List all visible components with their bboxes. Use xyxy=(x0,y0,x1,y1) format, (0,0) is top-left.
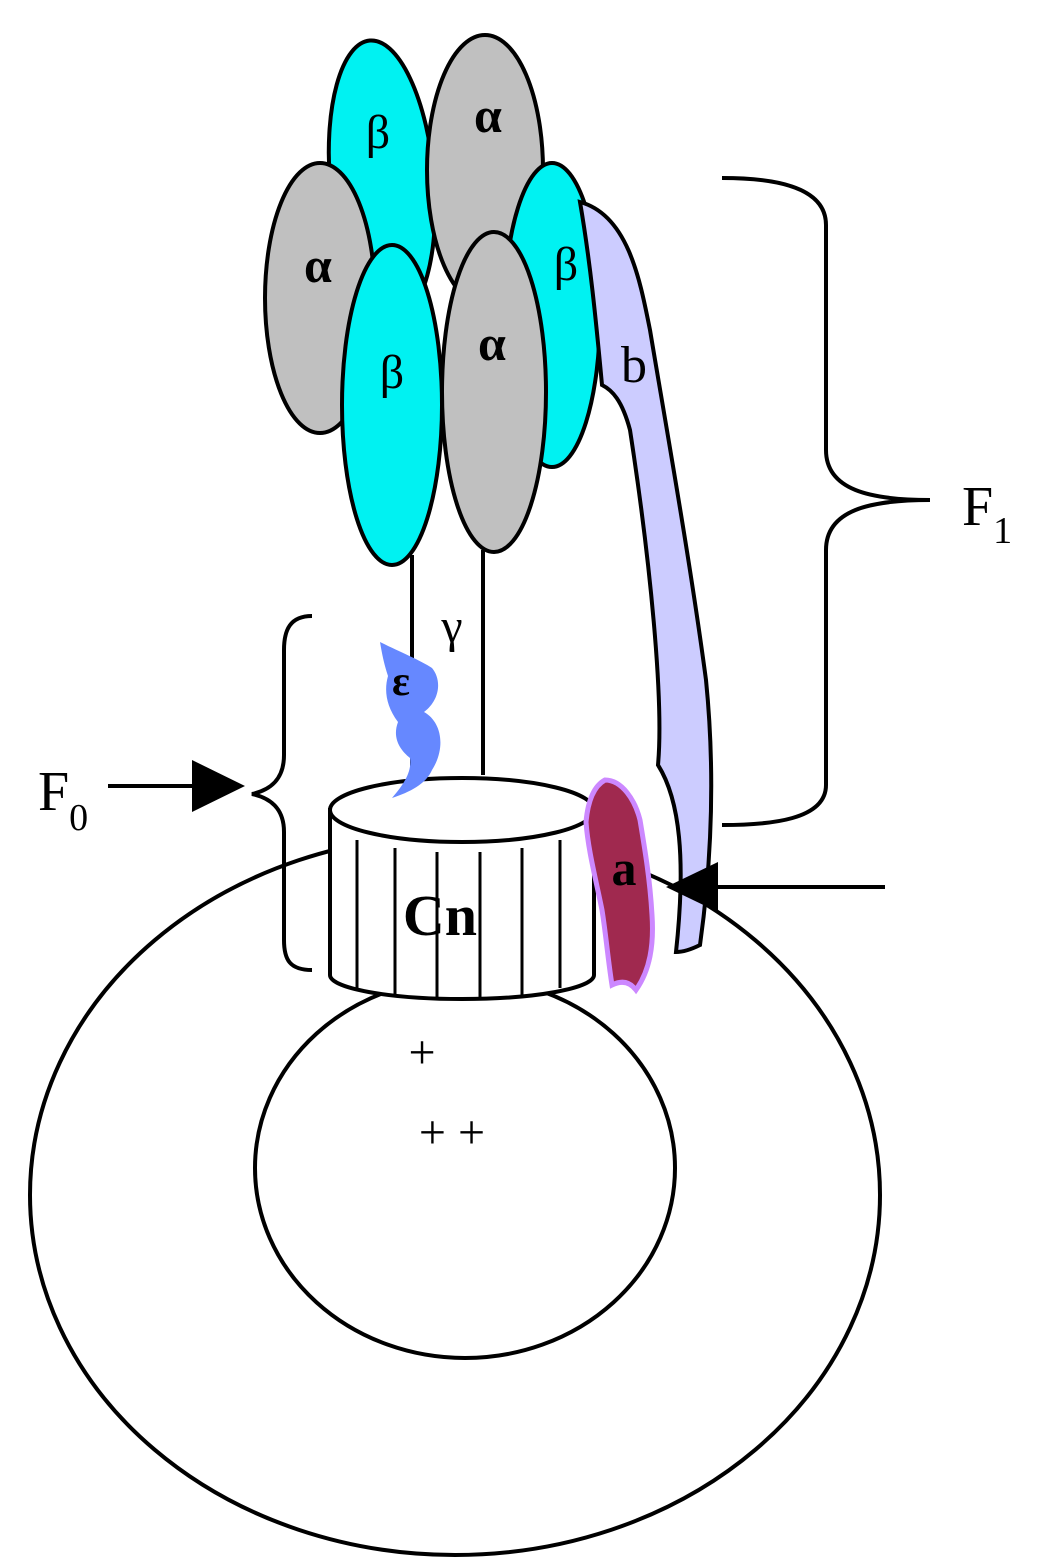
c-ring-top xyxy=(328,776,596,844)
f1-subscript: 1 xyxy=(993,510,1012,552)
charge-row-2: + + xyxy=(419,1106,485,1159)
inner-lumen xyxy=(253,976,677,1360)
f0-label: F0 xyxy=(38,761,88,839)
a-subunit-label: a xyxy=(612,840,637,896)
c-ring-stripes xyxy=(355,840,562,998)
alpha-label-left: α xyxy=(304,237,332,293)
alpha-label-top: α xyxy=(474,87,502,143)
alpha-subunit-center xyxy=(440,230,548,554)
a-subunit: a xyxy=(583,777,655,995)
beta-subunit-front xyxy=(340,243,444,567)
f0-subscript: 0 xyxy=(69,797,88,839)
gamma-label: γ xyxy=(440,600,462,653)
arrow-right-icon xyxy=(108,760,245,812)
c-ring: Cn xyxy=(328,776,596,1001)
f0-brace xyxy=(251,614,313,972)
arrow-left-icon xyxy=(666,862,885,912)
b-stalk-label: b xyxy=(621,337,647,394)
f1-hexamer xyxy=(263,33,602,567)
f1-label: F1 xyxy=(962,476,1012,552)
beta-label-right: β xyxy=(554,238,578,291)
f1-brace xyxy=(721,176,931,827)
c-ring-label: Cn xyxy=(403,883,477,948)
charge-row-1: + xyxy=(408,1026,435,1079)
beta-label-front: β xyxy=(380,346,404,399)
epsilon-label: ε xyxy=(392,659,410,705)
beta-label-top: β xyxy=(366,106,390,159)
b-stalk: b xyxy=(577,199,714,955)
alpha-label-center: α xyxy=(478,315,506,371)
epsilon-subunit: ε xyxy=(380,642,441,798)
